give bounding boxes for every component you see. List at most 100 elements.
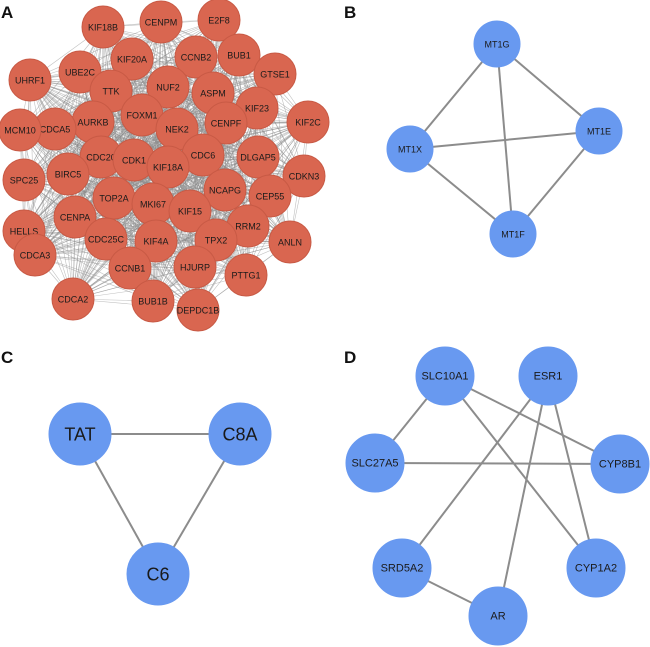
node-spc25[interactable]: SPC25 bbox=[2, 158, 46, 202]
node-cdca2[interactable]: CDCA2 bbox=[51, 277, 95, 321]
node-bub1[interactable]: BUB1 bbox=[217, 33, 261, 77]
node-label: FOXM1 bbox=[126, 111, 157, 121]
node-kif4a[interactable]: KIF4A bbox=[134, 219, 178, 263]
node-top2a[interactable]: TOP2A bbox=[92, 176, 136, 220]
node-circle bbox=[81, 5, 125, 49]
node-circle bbox=[415, 346, 475, 406]
node-circle bbox=[468, 586, 528, 646]
node-rrm2[interactable]: RRM2 bbox=[226, 204, 270, 248]
node-cenpa[interactable]: CENPA bbox=[53, 195, 97, 239]
node-circle bbox=[131, 279, 175, 323]
node-gtse1[interactable]: GTSE1 bbox=[253, 52, 297, 96]
node-label: CDC25C bbox=[88, 235, 125, 245]
node-label: CEP55 bbox=[256, 192, 285, 202]
edge-esr1-ar bbox=[497, 375, 549, 617]
node-tat[interactable]: TAT bbox=[48, 402, 112, 466]
edge-cenpm-uhrf1 bbox=[29, 21, 162, 81]
node-ccnb1[interactable]: CCNB1 bbox=[108, 246, 152, 290]
node-ar[interactable]: AR bbox=[468, 586, 528, 646]
node-birc5[interactable]: BIRC5 bbox=[46, 152, 90, 196]
node-circle bbox=[197, 0, 241, 42]
node-label: CENPA bbox=[60, 213, 90, 223]
node-circle bbox=[174, 35, 218, 79]
node-dlgap5[interactable]: DLGAP5 bbox=[236, 135, 280, 179]
node-srd5a2[interactable]: SRD5A2 bbox=[372, 538, 432, 598]
node-label: UBE2C bbox=[65, 68, 96, 78]
edge-anln-bub1b bbox=[152, 241, 291, 302]
node-circle bbox=[203, 168, 247, 212]
node-label: NUF2 bbox=[156, 83, 180, 93]
node-label: CENPM bbox=[145, 18, 178, 28]
node-bub1b[interactable]: BUB1B bbox=[131, 279, 175, 323]
node-circle bbox=[53, 195, 97, 239]
node-nuf2[interactable]: NUF2 bbox=[146, 65, 190, 109]
node-e2f8[interactable]: E2F8 bbox=[197, 0, 241, 42]
edge-uhrf1-hells bbox=[23, 79, 31, 232]
node-cenpm[interactable]: CENPM bbox=[139, 0, 183, 44]
node-circle bbox=[248, 174, 292, 218]
node-c6[interactable]: C6 bbox=[126, 542, 190, 606]
node-kif2c[interactable]: KIF2C bbox=[286, 100, 330, 144]
node-esr1[interactable]: ESR1 bbox=[518, 346, 578, 406]
node-ncapg[interactable]: NCAPG bbox=[203, 168, 247, 212]
node-kif18b[interactable]: KIF18B bbox=[81, 5, 125, 49]
edge-nek2-hells bbox=[23, 128, 178, 232]
node-circle bbox=[134, 219, 178, 263]
node-mcm10[interactable]: MCM10 bbox=[0, 108, 42, 152]
panel-d-edges bbox=[374, 375, 621, 617]
node-cdkn3[interactable]: CDKN3 bbox=[282, 154, 326, 198]
node-label: MKI67 bbox=[140, 200, 166, 210]
node-label: CDCA5 bbox=[40, 125, 71, 135]
node-slc10a1[interactable]: SLC10A1 bbox=[415, 346, 475, 406]
node-circle bbox=[48, 402, 112, 466]
node-depdc1b[interactable]: DEPDC1B bbox=[176, 288, 220, 332]
node-label: SLC10A1 bbox=[421, 371, 468, 383]
node-circle bbox=[8, 58, 52, 102]
panel-letter-a: A bbox=[1, 3, 13, 22]
node-label: CCNB2 bbox=[181, 53, 212, 63]
edge-birc5-depdc1b bbox=[67, 173, 199, 311]
node-label: KIF15 bbox=[178, 207, 202, 217]
node-cdc25c[interactable]: CDC25C bbox=[84, 217, 128, 261]
edge-ncapg-bub1b bbox=[152, 189, 226, 302]
node-c8a[interactable]: C8A bbox=[208, 402, 272, 466]
node-label: ANLN bbox=[278, 238, 302, 248]
node-kif20a[interactable]: KIF20A bbox=[110, 37, 154, 81]
node-circle bbox=[345, 433, 405, 493]
node-label: CCNB1 bbox=[115, 264, 146, 274]
node-cdc6[interactable]: CDC6 bbox=[181, 133, 225, 177]
node-circle bbox=[110, 37, 154, 81]
node-circle bbox=[146, 145, 190, 189]
node-circle bbox=[575, 107, 623, 155]
node-mt1f[interactable]: MT1F bbox=[489, 210, 537, 258]
node-cep55[interactable]: CEP55 bbox=[248, 174, 292, 218]
panel-b-edges bbox=[409, 43, 600, 235]
node-hjurp[interactable]: HJURP bbox=[173, 245, 217, 289]
node-circle bbox=[253, 52, 297, 96]
node-mt1g[interactable]: MT1G bbox=[473, 20, 521, 68]
node-label: CENPF bbox=[211, 119, 242, 129]
node-mt1x[interactable]: MT1X bbox=[386, 125, 434, 173]
node-label: C6 bbox=[146, 565, 169, 585]
node-mki67[interactable]: MKI67 bbox=[131, 182, 175, 226]
node-cyp1a2[interactable]: CYP1A2 bbox=[566, 538, 626, 598]
node-cdca3[interactable]: CDCA3 bbox=[13, 233, 57, 277]
node-label: RRM2 bbox=[235, 222, 261, 232]
node-circle bbox=[146, 65, 190, 109]
node-pttg1[interactable]: PTTG1 bbox=[224, 253, 268, 297]
node-kif18a[interactable]: KIF18A bbox=[146, 145, 190, 189]
node-slc27a5[interactable]: SLC27A5 bbox=[345, 433, 405, 493]
node-anln[interactable]: ANLN bbox=[268, 220, 312, 264]
node-cyp8b1[interactable]: CYP8B1 bbox=[590, 434, 650, 494]
node-label: TPX2 bbox=[205, 236, 228, 246]
edge-slc10a1-cyp8b1 bbox=[444, 375, 621, 465]
node-mt1e[interactable]: MT1E bbox=[575, 107, 623, 155]
node-cenpf[interactable]: CENPF bbox=[204, 101, 248, 145]
edge-gtse1-ttk bbox=[110, 73, 276, 92]
node-ccnb2[interactable]: CCNB2 bbox=[174, 35, 218, 79]
node-kif15[interactable]: KIF15 bbox=[168, 189, 212, 233]
edge-esr1-srd5a2 bbox=[401, 375, 549, 569]
node-uhrf1[interactable]: UHRF1 bbox=[8, 58, 52, 102]
